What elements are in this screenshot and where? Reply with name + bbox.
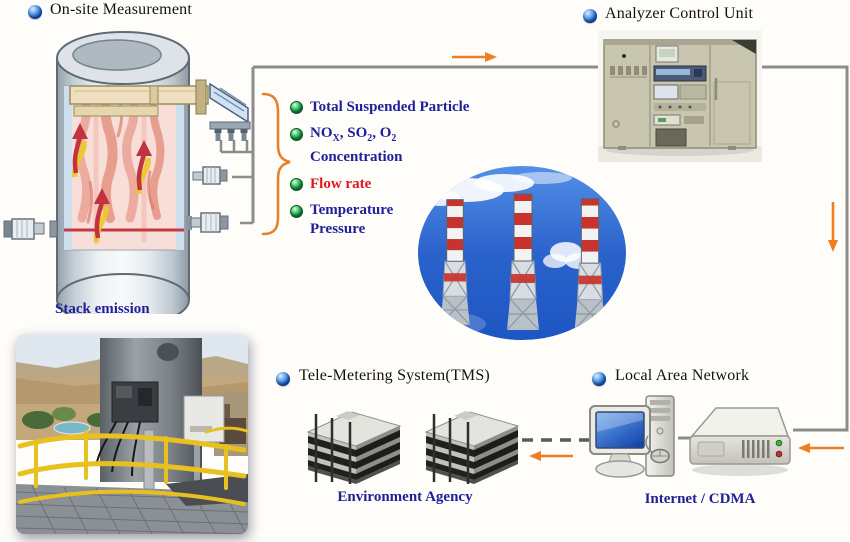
- temperature-line: Temperature: [310, 202, 394, 218]
- arrow-left-mid-icon: [529, 451, 573, 461]
- measurement-temperature-pressure: Temperature Pressure: [310, 201, 393, 239]
- heading-analyzer-control-unit: Analyzer Control Unit: [605, 5, 754, 22]
- smokestacks-photo: [418, 166, 626, 340]
- server-icon: [689, 407, 791, 476]
- globe-icon: [276, 372, 290, 386]
- green-sphere-icon: [290, 178, 303, 191]
- globe-icon: [583, 9, 597, 23]
- measurement-tsp: Total Suspended Particle: [310, 99, 470, 115]
- green-led: [775, 439, 783, 447]
- arrow-right-icon: [452, 52, 497, 62]
- heading-onsite-measurement: On-site Measurement: [50, 1, 192, 18]
- mini-probes: [214, 129, 248, 141]
- desktop-computer-icon: [589, 395, 675, 478]
- probe-left: [3, 218, 58, 240]
- green-sphere-icon: [290, 205, 303, 218]
- heading-local-area-network: Local Area Network: [615, 367, 750, 384]
- caption-environment-agency: Environment Agency: [337, 489, 473, 505]
- green-sphere-icon: [290, 128, 303, 141]
- caption-internet-cdma: Internet / CDMA: [644, 491, 756, 507]
- caption-stack-emission: Stack emission: [55, 301, 150, 317]
- measurement-gas-concentration: NOX, SO2, O2 Concentration: [310, 124, 403, 167]
- grate-hatch: [16, 485, 248, 534]
- probe-middle: [192, 166, 228, 185]
- green-sphere-icon: [290, 101, 303, 114]
- globe-icon: [592, 372, 606, 386]
- probe-stub-lines: [219, 140, 253, 225]
- red-led: [775, 450, 783, 458]
- buildings-icon: [306, 409, 520, 486]
- stack-monitoring-photo: [16, 334, 248, 534]
- analyzer-cabinet-photo: [598, 30, 762, 162]
- measurement-flow-rate: Flow rate: [310, 176, 372, 192]
- globe-icon: [28, 5, 42, 19]
- gas-concentration-line: Concentration: [310, 149, 403, 165]
- signal-loop-line: [253, 65, 849, 432]
- measurement-brace-icon: [261, 92, 291, 236]
- vent-slots: [742, 440, 770, 458]
- valve-row: [610, 66, 647, 75]
- probe-bottom: [186, 212, 229, 233]
- yellow-railing: [17, 426, 248, 506]
- flow-arrows: [452, 52, 844, 461]
- gas-formula-line: NOX, SO2, O2: [310, 125, 397, 144]
- arrow-down-icon: [828, 202, 838, 252]
- arrow-left-bottom-icon: [798, 443, 844, 453]
- pressure-line: Pressure: [310, 221, 366, 237]
- heading-tele-metering-system: Tele-Metering System(TMS): [299, 367, 490, 384]
- stack-emission-illustration: [3, 31, 251, 314]
